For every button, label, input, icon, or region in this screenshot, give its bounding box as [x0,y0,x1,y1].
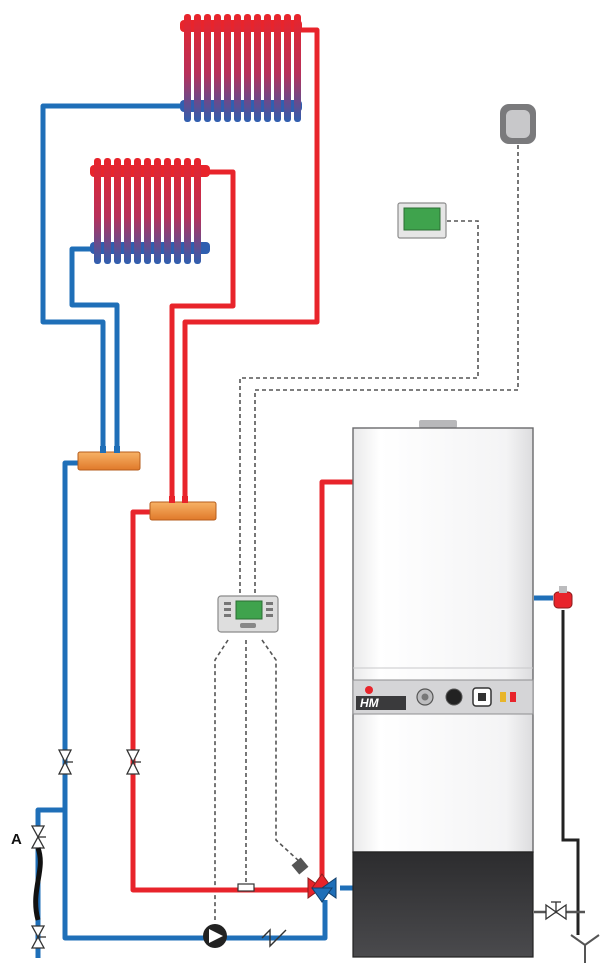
signal-wires [214,145,519,920]
drain-valve-bottom [30,925,46,949]
safety-valve-pipe [561,610,580,935]
heating-controller [217,595,279,633]
boiler-brand: HM [360,696,380,710]
valve-a-label: A [11,831,22,848]
radiator-lower [90,158,210,264]
circulation-pump [203,924,227,948]
supply-valve [125,749,141,775]
room-thermostat [397,202,447,239]
boiler-base [352,851,534,958]
wire-room-thermostat [239,220,479,596]
safety-valve [553,586,573,609]
return-pipes [35,103,553,958]
drain-funnel [570,934,600,963]
supply-pipes [130,27,353,893]
mixing-valve [291,857,337,903]
fill-valve-a [30,825,46,849]
wire-pump [214,639,229,920]
flexible-hose [33,847,43,921]
manifold-supply [149,496,217,521]
wire-mixing-valve [261,639,301,863]
manifold-return [77,446,141,471]
drain-valve [545,901,567,921]
return-valve [57,749,73,775]
outdoor-sensor [500,104,536,144]
boiler: HM [352,420,534,958]
supply-sensor [237,883,255,892]
wire-outdoor-sensor [254,145,519,596]
radiator-upper [180,14,302,122]
check-valve [261,928,287,948]
